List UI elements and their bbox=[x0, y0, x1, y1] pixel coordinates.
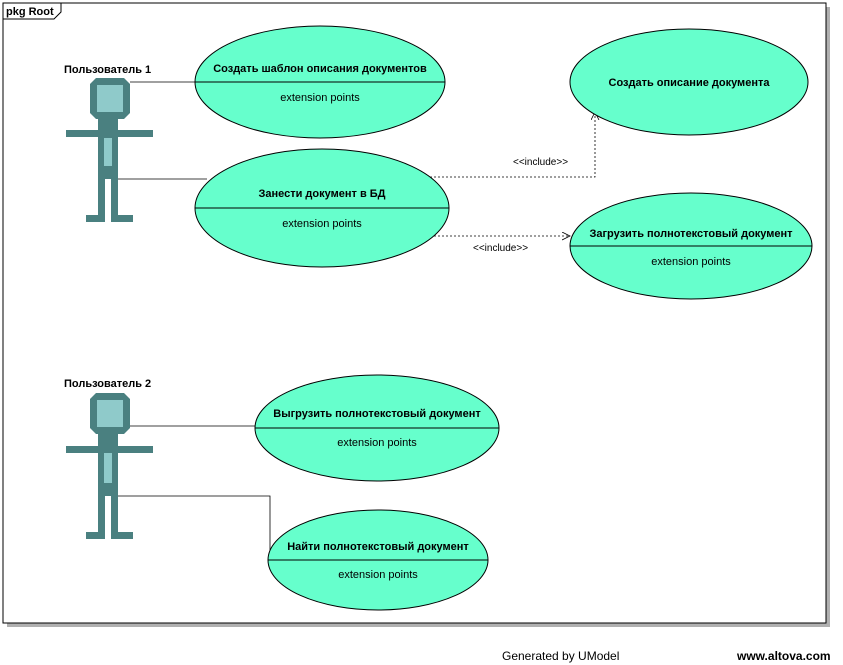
actor-label: Пользователь 2 bbox=[64, 378, 151, 390]
actor-user-2[interactable]: Пользователь 2 bbox=[64, 378, 153, 539]
actor-icon bbox=[66, 393, 153, 539]
use-case-create-template[interactable]: Создать шаблон описания документов exten… bbox=[194, 25, 446, 139]
use-case-title: Найти полнотекстовый документ bbox=[287, 541, 469, 553]
package-tab bbox=[2, 2, 62, 20]
use-case-extension-points: extension points bbox=[651, 256, 731, 268]
use-case-extension-points: extension points bbox=[337, 437, 417, 449]
include-label-describe: <<include>> bbox=[513, 157, 568, 168]
use-case-extension-points: extension points bbox=[282, 218, 362, 230]
actor-icon bbox=[66, 78, 153, 222]
use-case-upload-document[interactable]: Загрузить полнотекстовый документ extens… bbox=[569, 192, 813, 300]
use-case-enter-document[interactable]: Занести документ в БД extension points bbox=[194, 148, 450, 268]
use-case-title: Выгрузить полнотекстовый документ bbox=[273, 408, 481, 420]
use-case-extension-points: extension points bbox=[338, 569, 418, 581]
use-case-ellipse bbox=[569, 28, 809, 136]
use-case-extension-points: extension points bbox=[280, 92, 360, 104]
footer-site-link[interactable]: www.altova.com bbox=[737, 649, 831, 663]
use-case-create-description[interactable]: Создать описание документа bbox=[569, 28, 809, 136]
include-enter-describe bbox=[430, 112, 595, 178]
association-user2-find bbox=[118, 495, 271, 560]
use-case-download-document[interactable]: Выгрузить полнотекстовый документ extens… bbox=[254, 374, 500, 482]
footer-generated-by: Generated by UModel bbox=[502, 649, 620, 663]
use-case-title: Занести документ в БД bbox=[258, 188, 385, 200]
use-case-title: Создать шаблон описания документов bbox=[213, 63, 427, 75]
use-case-title: Загрузить полнотекстовый документ bbox=[589, 228, 793, 240]
include-label-upload: <<include>> bbox=[473, 243, 528, 254]
use-case-title: Создать описание документа bbox=[609, 77, 771, 89]
actor-user-1[interactable]: Пользователь 1 bbox=[64, 64, 153, 222]
actor-label: Пользователь 1 bbox=[64, 64, 151, 76]
package-label: pkg Root bbox=[6, 6, 54, 18]
use-case-find-document[interactable]: Найти полнотекстовый документ extension … bbox=[267, 509, 489, 611]
